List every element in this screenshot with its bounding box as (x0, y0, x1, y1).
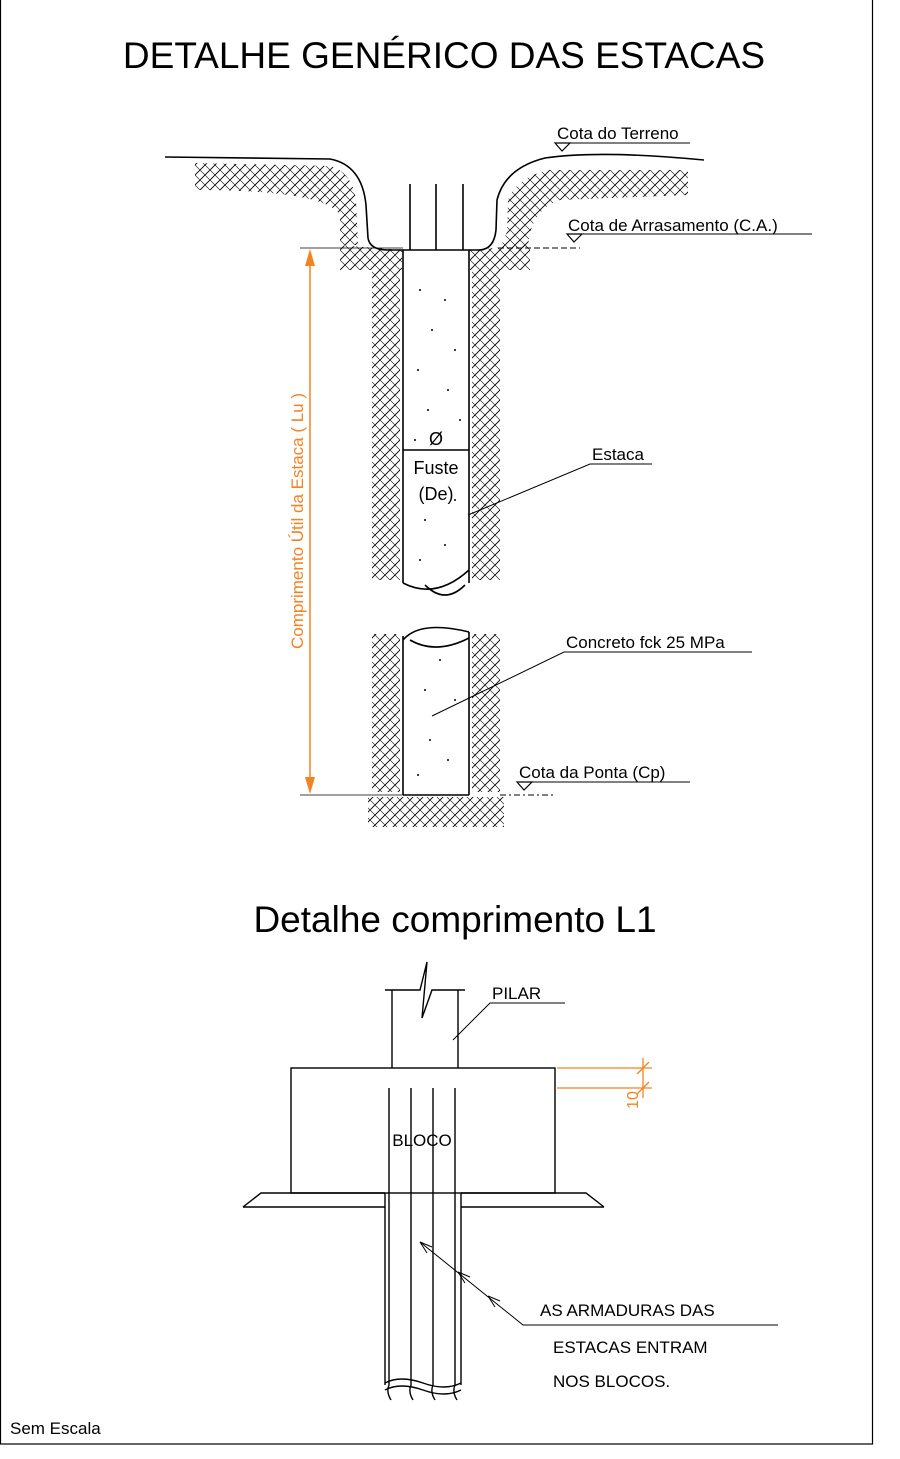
rebars-top (409, 184, 464, 250)
pilar-leader (452, 1002, 565, 1041)
sheet-border (0, 0, 874, 1445)
pilar-label: PILAR (492, 984, 541, 1003)
terrain-line (164, 153, 705, 251)
cap-plate (242, 1192, 605, 1208)
fuste-label: Fuste (413, 458, 458, 478)
arrasamento-marker-icon (565, 233, 584, 243)
main-title: DETALHE GENÉRICO DAS ESTACAS (123, 35, 765, 76)
soil-hatch-right-lower (472, 634, 500, 792)
dim-10-lines (557, 1058, 652, 1098)
terrain-label: Cota do Terreno (557, 124, 679, 143)
diameter-symbol: Ø (429, 429, 443, 449)
scale-label: Sem Escala (10, 1419, 101, 1438)
soil-hatch-right-upper (472, 270, 500, 580)
estaca-leader (467, 463, 652, 516)
estaca-label: Estaca (592, 445, 645, 464)
ponta-marker-icon (515, 781, 534, 791)
rebar-leader (419, 1241, 778, 1326)
arrasamento-label: Cota de Arrasamento (C.A.) (568, 216, 778, 235)
note-line-3: NOS BLOCOS. (553, 1372, 670, 1391)
concrete-leader (431, 651, 752, 717)
rebars-into-block (387, 1088, 458, 1401)
soil-hatch-left-upper (372, 270, 400, 580)
bloco-block (290, 1067, 556, 1194)
pile-below-block (384, 1193, 462, 1395)
concrete-label: Concreto fck 25 MPa (566, 633, 725, 652)
pillar (385, 961, 465, 1068)
pile-lower (402, 626, 470, 796)
soil-hatch-left-lower (372, 634, 400, 792)
concrete-dots (414, 289, 461, 776)
soil-hatch-right-collar (470, 245, 530, 270)
bloco-label: BLOCO (392, 1131, 452, 1150)
dim-10-label: 10 (625, 1091, 642, 1109)
ponta-label: Cota da Ponta (Cp) (519, 763, 665, 782)
length-dim-arrow-top (305, 249, 315, 266)
note-line-2: ESTACAS ENTRAM (553, 1338, 708, 1357)
soil-hatch-left-collar (340, 245, 402, 270)
pile-upper (402, 250, 470, 596)
terrain-marker-icon (553, 142, 572, 152)
de-label: (De) (419, 484, 454, 504)
length-dim-arrow-bottom (305, 777, 315, 794)
length-dimension-label: Comprimento Útil da Estaca ( Lu ) (288, 393, 307, 649)
soil-hatch-bottom (368, 797, 504, 827)
soil-hatch-left-top (195, 163, 358, 245)
note-line-1: AS ARMADURAS DAS (540, 1301, 715, 1320)
second-title: Detalhe comprimento L1 (253, 899, 656, 940)
soil-hatch-right-top (500, 170, 688, 248)
